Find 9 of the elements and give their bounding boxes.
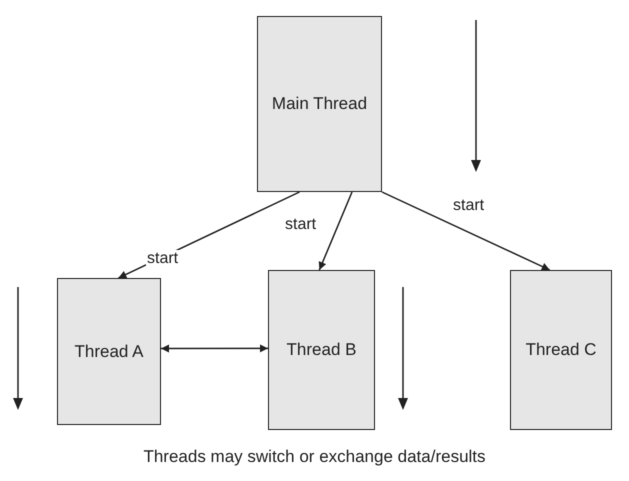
arrow xyxy=(382,191,550,271)
thread-box: Thread C xyxy=(510,270,612,430)
edge-label: start xyxy=(146,250,180,268)
thread-box: Thread B xyxy=(268,270,375,430)
thread-box: Main Thread xyxy=(257,16,382,192)
caption: Threads may switch or exchange data/results xyxy=(142,447,487,467)
arrow xyxy=(318,192,353,270)
arrow xyxy=(161,344,268,353)
thread-box: Thread A xyxy=(57,278,161,425)
